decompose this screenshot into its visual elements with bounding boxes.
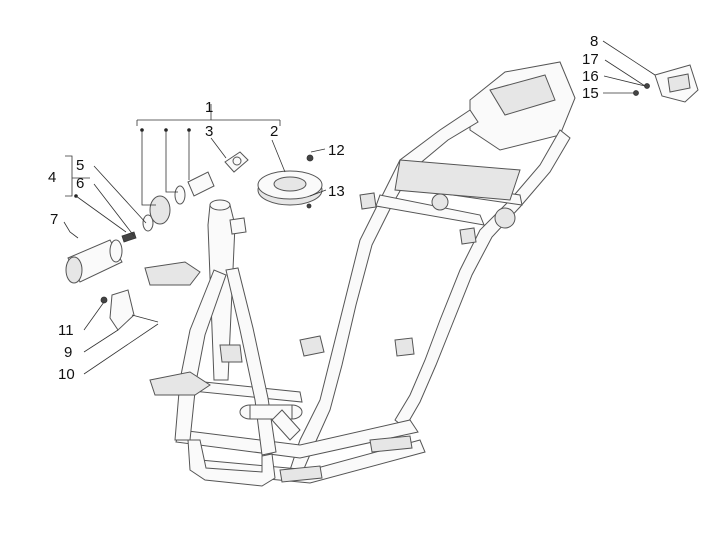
callout-16: 16 bbox=[582, 68, 599, 85]
callout-8: 8 bbox=[590, 33, 598, 50]
part-5-6-washer-pin bbox=[121, 214, 154, 243]
callout-6: 6 bbox=[76, 175, 84, 192]
part-7-sleeve bbox=[63, 221, 123, 284]
callout-1: 1 bbox=[205, 99, 213, 116]
callout-2: 2 bbox=[270, 123, 278, 140]
callout-3: 3 bbox=[205, 123, 213, 140]
callout-5: 5 bbox=[76, 157, 84, 174]
callout-4: 4 bbox=[48, 169, 56, 186]
leader-lines bbox=[65, 40, 656, 375]
callout-17: 17 bbox=[582, 51, 599, 68]
part-9-10-11-bracket bbox=[100, 289, 159, 331]
part-8-rear-bracket bbox=[633, 64, 699, 103]
part-12-13-screws bbox=[306, 154, 314, 209]
callout-12: 12 bbox=[328, 142, 345, 159]
callout-7: 7 bbox=[50, 211, 58, 228]
part-2-flange bbox=[257, 170, 323, 206]
callout-11: 11 bbox=[58, 322, 74, 339]
part-1-lock-assembly bbox=[149, 151, 249, 225]
callout-15: 15 bbox=[582, 85, 599, 102]
callout-9: 9 bbox=[64, 344, 72, 361]
callout-10: 10 bbox=[58, 366, 75, 383]
callout-13: 13 bbox=[328, 183, 345, 200]
callout-labels: 1 2 3 4 5 6 7 8 9 10 11 12 13 15 16 17 bbox=[48, 33, 599, 383]
scooter-frame bbox=[144, 61, 576, 487]
